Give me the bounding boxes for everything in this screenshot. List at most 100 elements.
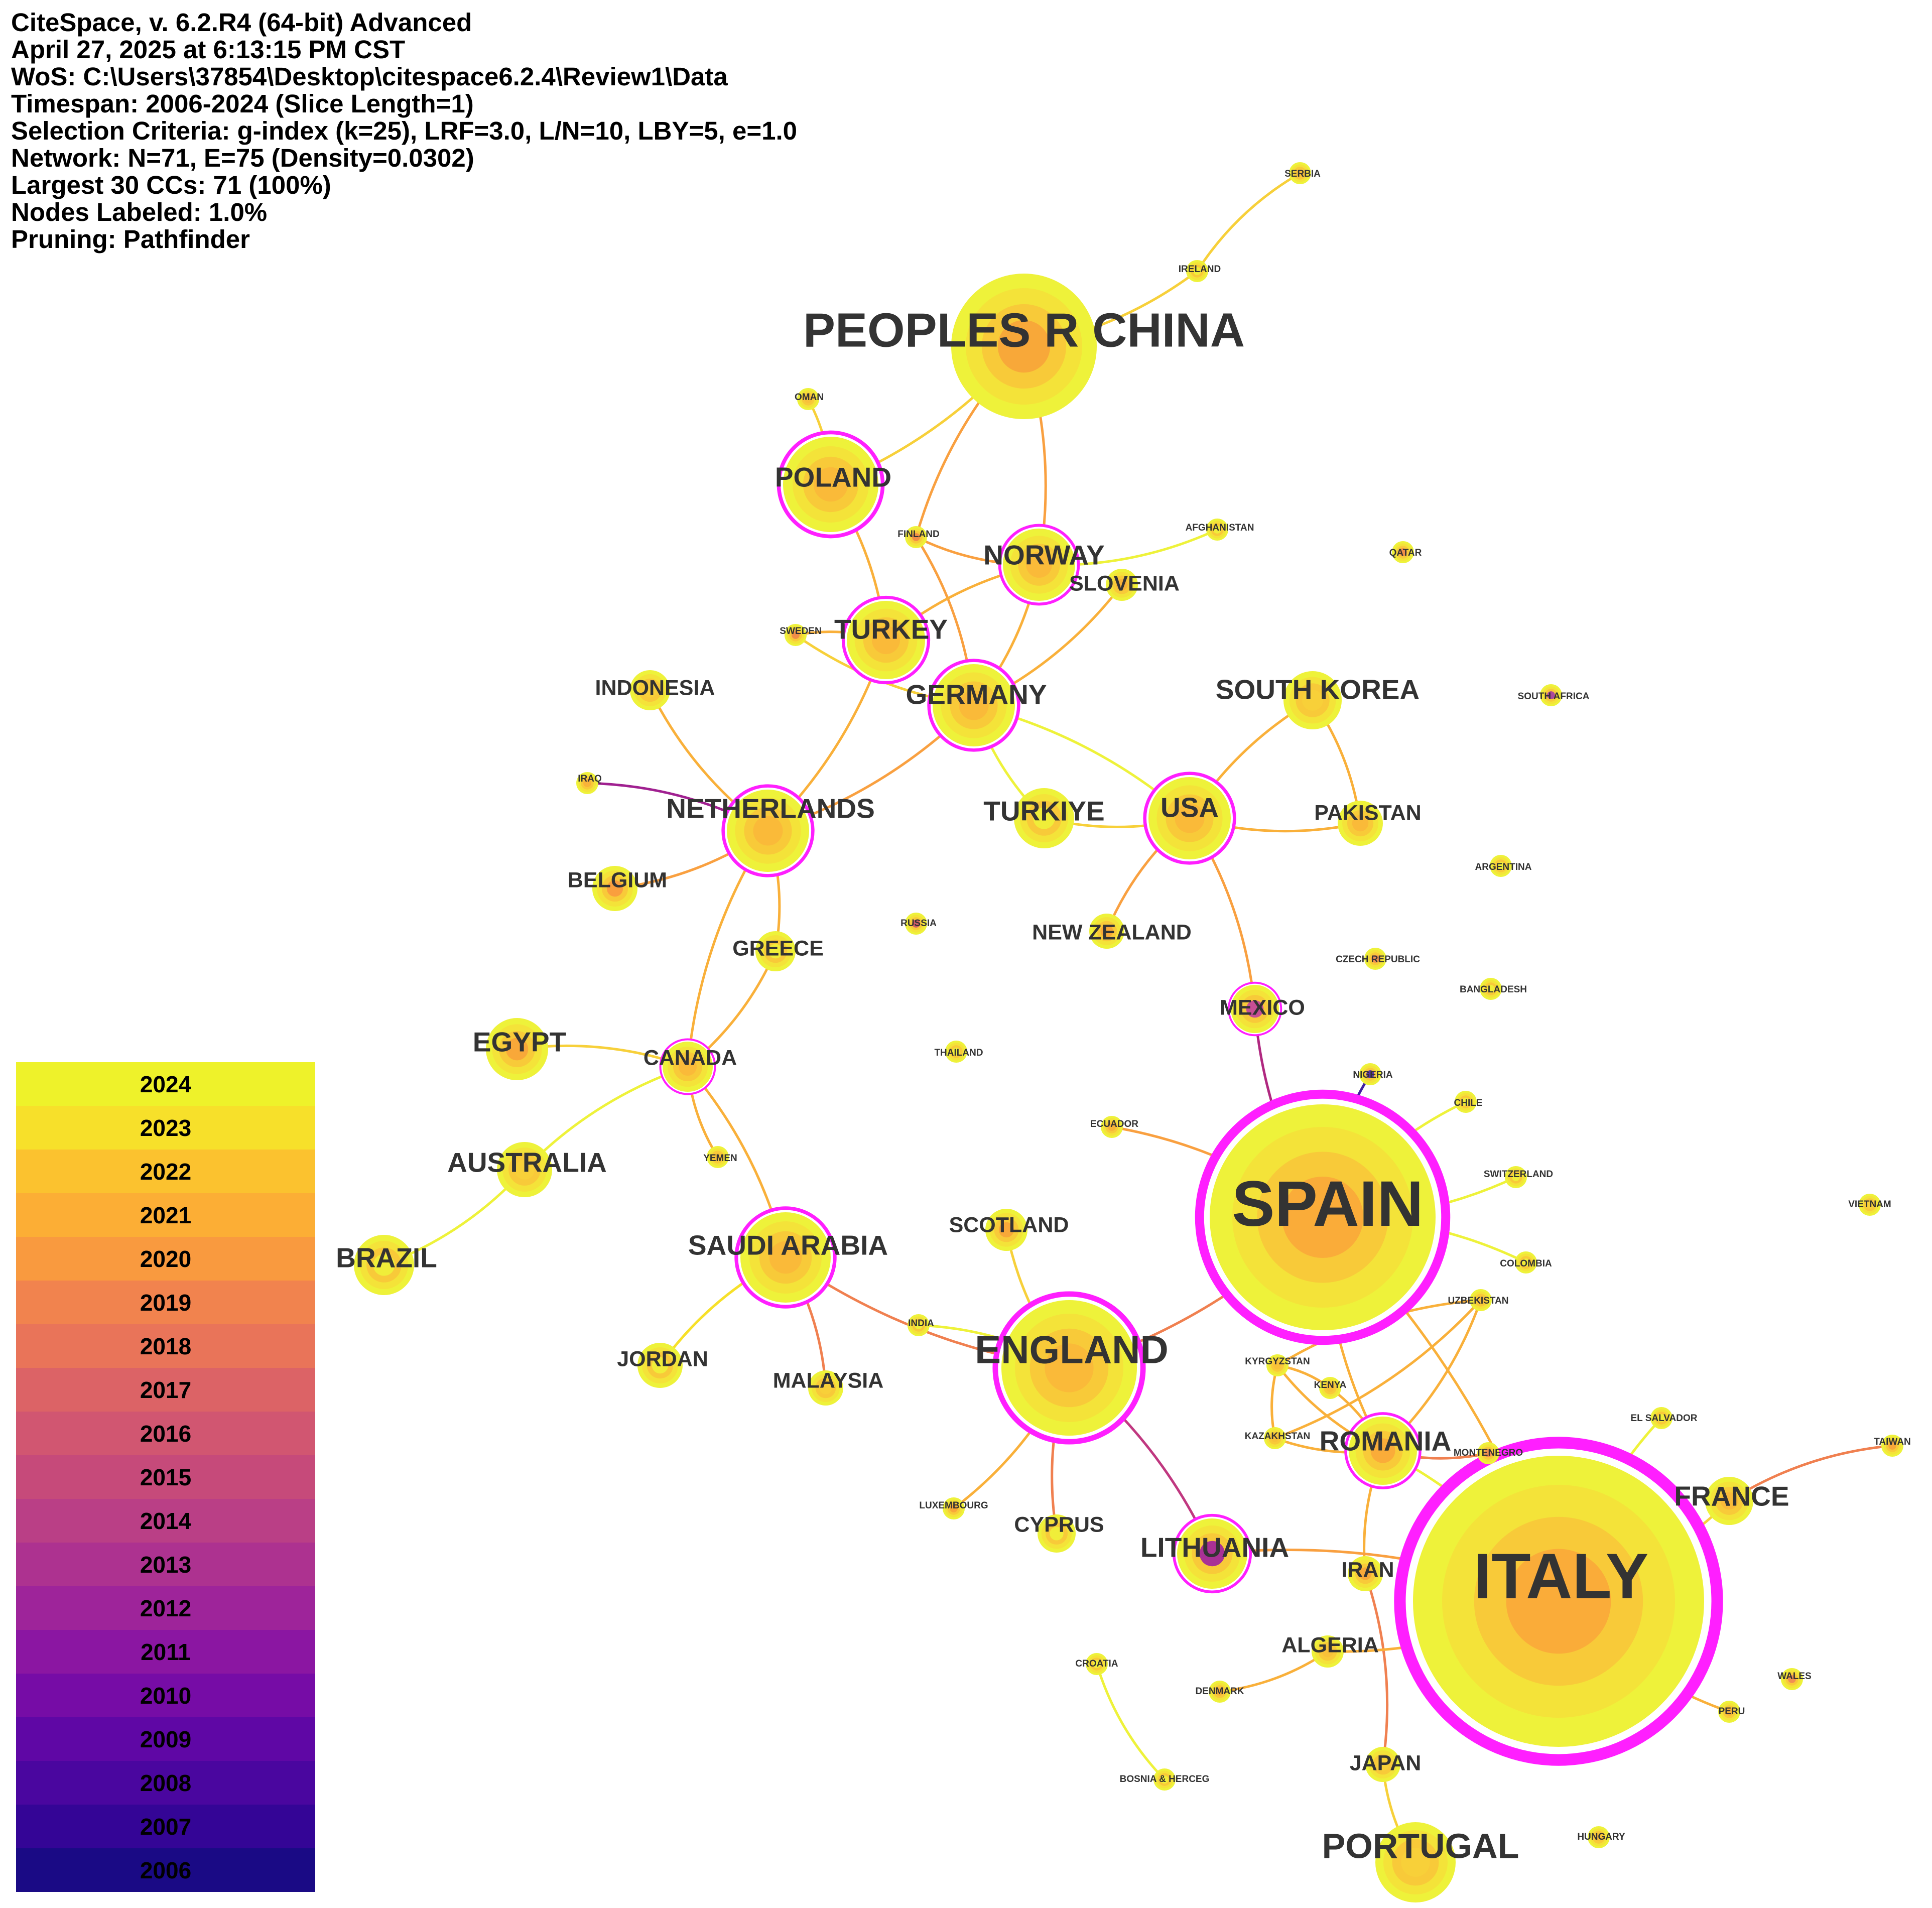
node-mexico[interactable] bbox=[1227, 981, 1282, 1037]
label-peoples-r-china: PEOPLES R CHINA bbox=[803, 303, 1245, 357]
node-scotland[interactable] bbox=[985, 1209, 1027, 1251]
node-greece[interactable] bbox=[755, 931, 796, 971]
legend-year-2022: 2022 bbox=[16, 1150, 315, 1193]
node-egypt[interactable] bbox=[486, 1018, 548, 1080]
node-oman[interactable] bbox=[797, 388, 819, 410]
node-netherlands[interactable] bbox=[721, 784, 815, 877]
node-bosnia-herceg[interactable] bbox=[1153, 1768, 1176, 1791]
node-denmark[interactable] bbox=[1209, 1681, 1231, 1703]
node-kyrgyzstan[interactable] bbox=[1266, 1354, 1289, 1376]
label-romania: ROMANIA bbox=[1320, 1426, 1452, 1457]
node-south-korea[interactable] bbox=[1283, 671, 1342, 729]
node-spain[interactable] bbox=[1195, 1089, 1451, 1345]
label-peru: PERU bbox=[1719, 1706, 1745, 1717]
node-czech-republic[interactable] bbox=[1364, 948, 1386, 970]
node-switzerland[interactable] bbox=[1505, 1166, 1527, 1188]
label-egypt: EGYPT bbox=[473, 1027, 566, 1058]
node-jordan[interactable] bbox=[637, 1343, 683, 1388]
header-line-components: Largest 30 CCs: 71 (100%) bbox=[11, 171, 331, 199]
node-south-africa[interactable] bbox=[1540, 684, 1562, 706]
node-new-zealand[interactable] bbox=[1089, 914, 1124, 949]
node-turkey[interactable] bbox=[841, 595, 931, 685]
node-slovenia[interactable] bbox=[1106, 569, 1138, 601]
node-hungary[interactable] bbox=[1588, 1826, 1610, 1848]
node-afghanistan[interactable] bbox=[1206, 519, 1228, 541]
label-kenya: KENYA bbox=[1314, 1380, 1347, 1390]
legend-year-2013: 2013 bbox=[16, 1543, 315, 1586]
node-peoples-r-china[interactable] bbox=[951, 274, 1097, 419]
label-slovenia: SLOVENIA bbox=[1069, 571, 1180, 595]
node-el-salvador[interactable] bbox=[1650, 1407, 1672, 1429]
header-line-timespan: Timespan: 2006-2024 (Slice Length=1) bbox=[11, 89, 474, 118]
node-turkiye[interactable] bbox=[1014, 788, 1074, 848]
node-ireland[interactable] bbox=[1186, 260, 1208, 282]
node-norway[interactable] bbox=[998, 524, 1080, 606]
node-bangladesh[interactable] bbox=[1480, 978, 1502, 1000]
node-peru[interactable] bbox=[1718, 1701, 1740, 1723]
node-serbia[interactable] bbox=[1289, 162, 1311, 184]
node-iraq[interactable] bbox=[576, 772, 598, 794]
node-nigeria[interactable] bbox=[1359, 1063, 1381, 1085]
edge-croatia-bosnia-herceg bbox=[1095, 1663, 1166, 1781]
node-germany[interactable] bbox=[927, 659, 1020, 752]
node-kenya[interactable] bbox=[1319, 1377, 1341, 1399]
node-lithuania[interactable] bbox=[1172, 1513, 1252, 1594]
node-luxembourg[interactable] bbox=[943, 1497, 965, 1519]
node-chile[interactable] bbox=[1455, 1091, 1477, 1113]
node-algeria[interactable] bbox=[1312, 1635, 1344, 1668]
node-colombia[interactable] bbox=[1515, 1251, 1537, 1274]
legend-year-2014: 2014 bbox=[16, 1499, 315, 1543]
node-italy[interactable] bbox=[1394, 1437, 1723, 1766]
node-ecuador[interactable] bbox=[1101, 1116, 1123, 1138]
node-argentina[interactable] bbox=[1490, 855, 1512, 877]
label-south-korea: SOUTH KOREA bbox=[1216, 674, 1420, 705]
node-romania[interactable] bbox=[1344, 1412, 1422, 1489]
node-kazakhstan[interactable] bbox=[1264, 1427, 1286, 1449]
node-vietnam[interactable] bbox=[1859, 1194, 1881, 1216]
legend-year-2007: 2007 bbox=[16, 1805, 315, 1848]
edge-uzbekistan-kazakhstan bbox=[1273, 1299, 1482, 1440]
node-finland[interactable] bbox=[905, 526, 927, 548]
node-yemen[interactable] bbox=[707, 1146, 729, 1168]
node-france[interactable] bbox=[1705, 1477, 1753, 1525]
legend-year-2016: 2016 bbox=[16, 1412, 315, 1455]
label-lithuania: LITHUANIA bbox=[1140, 1532, 1289, 1563]
node-russia[interactable] bbox=[905, 913, 927, 935]
node-qatar[interactable] bbox=[1392, 541, 1414, 563]
node-england[interactable] bbox=[992, 1291, 1146, 1445]
node-malaysia[interactable] bbox=[808, 1370, 843, 1406]
node-india[interactable] bbox=[908, 1314, 930, 1336]
node-montenegro[interactable] bbox=[1477, 1442, 1499, 1464]
node-indonesia[interactable] bbox=[630, 670, 670, 710]
node-iran[interactable] bbox=[1348, 1556, 1383, 1591]
node-taiwan[interactable] bbox=[1881, 1435, 1903, 1457]
node-wales[interactable] bbox=[1781, 1668, 1803, 1690]
header-line-software: CiteSpace, v. 6.2.R4 (64-bit) Advanced bbox=[11, 8, 472, 37]
node-pakistan[interactable] bbox=[1338, 801, 1383, 846]
node-cyprus[interactable] bbox=[1038, 1514, 1076, 1553]
node-saudi-arabia[interactable] bbox=[734, 1206, 837, 1309]
node-uzbekistan[interactable] bbox=[1470, 1289, 1492, 1311]
header-line-network: Network: N=71, E=75 (Density=0.0302) bbox=[11, 144, 474, 172]
node-thailand[interactable] bbox=[945, 1041, 967, 1063]
node-canada[interactable] bbox=[659, 1038, 716, 1095]
label-taiwan: TAIWAN bbox=[1874, 1437, 1911, 1447]
node-portugal[interactable] bbox=[1375, 1822, 1456, 1902]
node-poland[interactable] bbox=[777, 430, 885, 539]
edge-algeria-denmark bbox=[1218, 1650, 1329, 1693]
label-mexico: MEXICO bbox=[1220, 995, 1305, 1020]
label-portugal: PORTUGAL bbox=[1322, 1826, 1519, 1865]
legend-year-2008: 2008 bbox=[16, 1761, 315, 1805]
node-sweden[interactable] bbox=[785, 624, 807, 646]
node-croatia[interactable] bbox=[1086, 1653, 1108, 1675]
node-belgium[interactable] bbox=[592, 866, 637, 911]
node-usa[interactable] bbox=[1143, 772, 1236, 865]
node-australia[interactable] bbox=[497, 1142, 552, 1197]
edge-iran-japan bbox=[1364, 1572, 1389, 1766]
node-brazil[interactable] bbox=[354, 1235, 414, 1295]
label-india: INDIA bbox=[908, 1318, 934, 1329]
node-japan[interactable] bbox=[1365, 1747, 1400, 1782]
